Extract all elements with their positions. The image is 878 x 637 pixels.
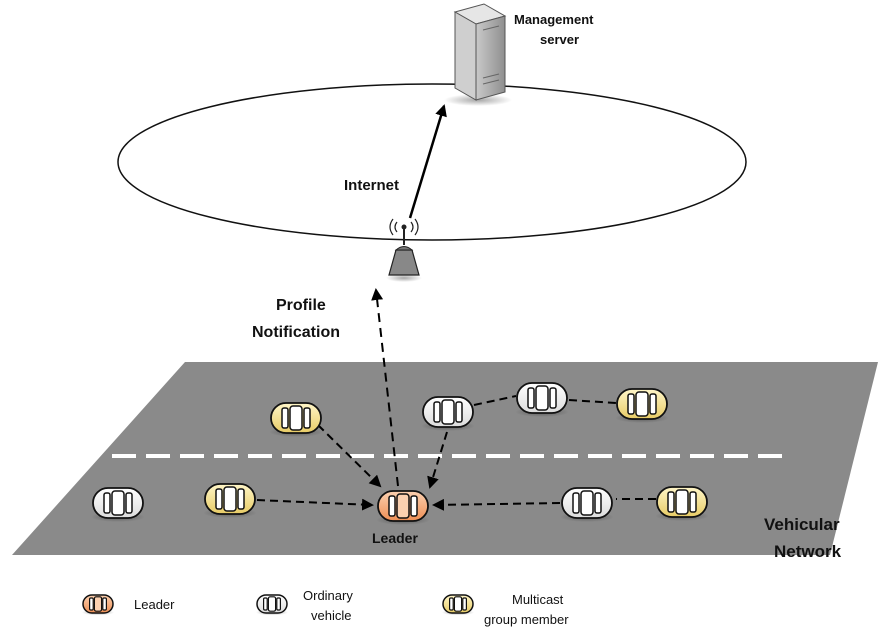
legend-multicast-icon: [441, 594, 475, 616]
network-label-line1: Vehicular: [764, 515, 840, 534]
profile-label-line1: Profile: [276, 297, 326, 314]
car-icon: [560, 487, 614, 522]
legend-leader-label: Leader: [134, 597, 175, 612]
network-label-line2: Network: [774, 542, 842, 561]
car-icon: [203, 483, 257, 518]
car-icon: [655, 486, 709, 521]
profile-notification-arrow: [371, 288, 399, 487]
antenna-tower-icon: [386, 218, 422, 282]
road: [12, 362, 878, 555]
internet-label: Internet: [344, 177, 399, 194]
legend-ordinary-label-line2: vehicle: [311, 608, 351, 623]
car-icon: [515, 382, 569, 417]
vehicle-links: [256, 395, 656, 511]
internet-cloud: [117, 83, 747, 241]
server-icon: [444, 3, 512, 106]
server-label-line2: server: [540, 32, 579, 47]
legend-ordinary-icon: [255, 594, 289, 616]
legend-leader-icon: [81, 594, 115, 616]
internet-arrow: [408, 104, 447, 219]
vehicles: [91, 382, 709, 525]
legend-multicast-label-line1: Multicast: [512, 592, 564, 607]
server-label-line1: Management: [514, 12, 594, 27]
profile-label-line2: Notification: [252, 324, 340, 341]
car-icon: [615, 388, 669, 423]
car-icon: [269, 402, 323, 437]
legend-ordinary-label-line1: Ordinary: [303, 588, 353, 603]
car-icon: [91, 487, 145, 522]
leader-car: [376, 490, 430, 525]
legend: Leader Ordinary vehicle Multicast group …: [81, 588, 569, 627]
legend-multicast-label-line2: group member: [484, 612, 569, 627]
leader-label: Leader: [372, 530, 418, 546]
car-icon: [421, 396, 475, 431]
